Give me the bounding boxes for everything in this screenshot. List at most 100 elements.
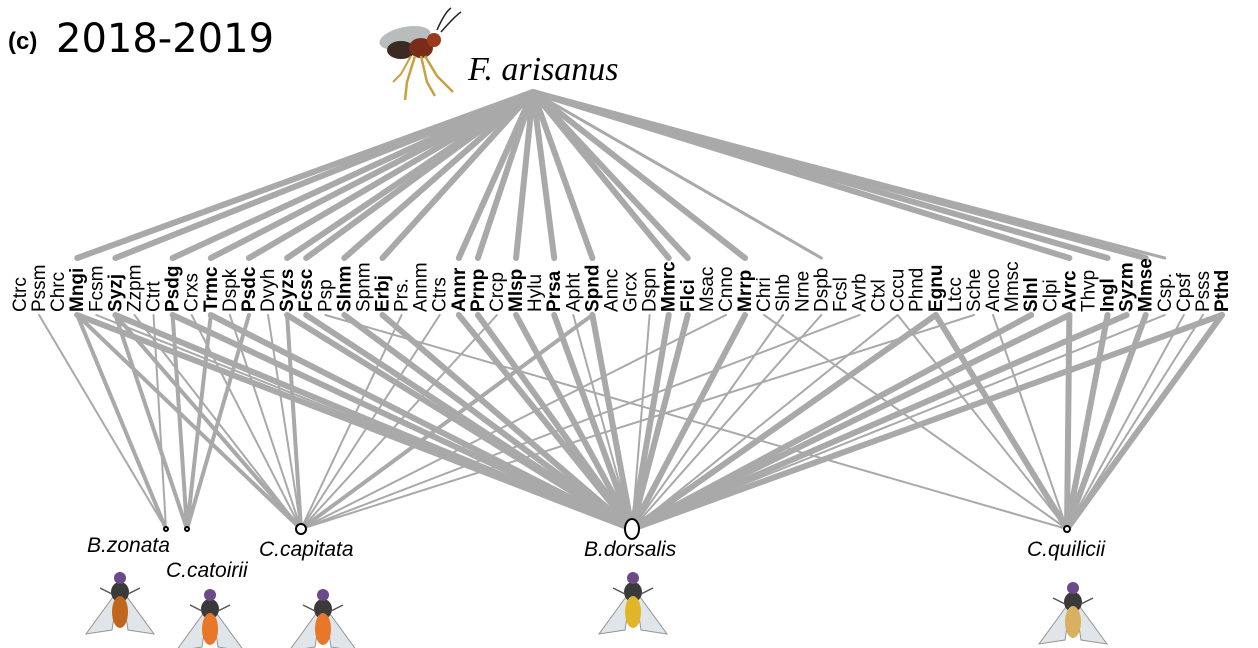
parasitoid-link bbox=[112, 89, 536, 261]
plant-label-anco: Anco bbox=[983, 269, 1004, 312]
plant-label-flci: Flci bbox=[678, 279, 699, 312]
fly-link bbox=[300, 314, 861, 530]
plant-label-egnu: Egnu bbox=[926, 265, 947, 313]
plant-label-mmsc: Mmsc bbox=[1002, 261, 1023, 312]
plant-label-avrc: Avrc bbox=[1059, 270, 1080, 312]
fly-link bbox=[299, 313, 595, 531]
parasitoid-link bbox=[207, 89, 536, 261]
plant-label-thvp: Thvp bbox=[1078, 270, 1099, 312]
fly-link bbox=[629, 312, 749, 532]
fly-label-b-zonata: B.zonata bbox=[87, 534, 170, 557]
fly-label-b-dorsalis: B.dorsalis bbox=[584, 538, 677, 561]
fly-links bbox=[38, 312, 1225, 532]
fly-node-b-zonata bbox=[163, 526, 169, 532]
plant-label-mlsp: Mlsp bbox=[506, 269, 527, 312]
parasitoid-link bbox=[245, 89, 536, 261]
plant-label-chrc: Chrc bbox=[48, 272, 69, 312]
plant-label-csp: Csp. bbox=[1155, 273, 1176, 312]
plant-label-slnl: Slnl bbox=[1021, 277, 1042, 312]
fly-link bbox=[1064, 312, 1111, 532]
fly-link bbox=[112, 312, 635, 532]
plant-label-hylu: Hylu bbox=[525, 274, 546, 312]
parasitoid-links bbox=[74, 89, 1167, 261]
plant-label-avrb: Avrb bbox=[849, 273, 870, 312]
fly-link bbox=[992, 314, 1068, 530]
plant-label-syzs: Syzs bbox=[277, 269, 298, 312]
fly-link bbox=[631, 314, 1166, 530]
parasitoid-link bbox=[379, 89, 536, 261]
plant-label-erbj: Erbj bbox=[373, 275, 394, 312]
fly-link bbox=[629, 312, 1130, 532]
fly-link bbox=[75, 313, 303, 531]
parasitoid-link bbox=[455, 89, 536, 261]
parasitoid-link bbox=[303, 89, 536, 261]
panel-letter: (c) bbox=[8, 28, 37, 55]
plant-label-annc: Annc bbox=[601, 269, 622, 312]
fly-link bbox=[763, 314, 1068, 530]
fly-link bbox=[1066, 314, 1185, 530]
plant-label-psp: Psp bbox=[315, 279, 336, 312]
parasitoid-link bbox=[531, 90, 1167, 260]
plant-label-crcp: Crcp bbox=[487, 272, 508, 312]
fly-link bbox=[113, 313, 303, 531]
fly-link bbox=[75, 313, 168, 531]
wasp-icon bbox=[379, 7, 462, 101]
plant-label-zzpm: Zzpm bbox=[124, 265, 145, 313]
fly-link bbox=[629, 312, 1225, 532]
fly-link bbox=[629, 312, 1073, 532]
plant-label-cpsf: Cpsf bbox=[1174, 272, 1195, 312]
fly-link bbox=[572, 314, 633, 530]
parasitoid-link bbox=[513, 89, 536, 261]
fly-bdorsalis-icon bbox=[597, 572, 669, 635]
plant-label-annm: Annm bbox=[411, 262, 432, 312]
fly-node-c-capitata bbox=[295, 523, 307, 535]
plant-label-spnd: Spnd bbox=[582, 265, 603, 313]
plant-label-ctrt: Ctrt bbox=[144, 281, 165, 312]
fly-link bbox=[379, 312, 635, 532]
fly-link bbox=[631, 314, 899, 530]
plant-label-ctrs: Ctrs bbox=[430, 277, 451, 312]
plant-label-mmse: Mmse bbox=[1136, 258, 1157, 312]
fly-node-c-catoirii bbox=[184, 526, 190, 532]
plant-label-mngi: Mngi bbox=[67, 268, 88, 312]
parasitoid-link bbox=[530, 89, 749, 261]
fly-link bbox=[341, 312, 635, 532]
fly-link bbox=[629, 312, 672, 532]
fly-link bbox=[324, 314, 1068, 530]
fly-link bbox=[190, 314, 302, 530]
fly-link bbox=[551, 312, 635, 532]
plant-labels: CtrcPssmChrcMngiFcsmSyzjZzpmCtrtPsdgCrxs… bbox=[10, 258, 1233, 312]
fly-link bbox=[303, 312, 635, 532]
plant-label-dvyh: Dvyh bbox=[258, 269, 279, 312]
plant-label-chri: Chri bbox=[754, 277, 775, 312]
fly-link bbox=[300, 314, 441, 530]
plant-label-spnm: Spnm bbox=[353, 262, 374, 312]
plant-label-cnno: Cnno bbox=[716, 267, 737, 312]
plant-label-syzj: Syzj bbox=[105, 274, 126, 312]
plant-label-slnb: Slnb bbox=[773, 274, 794, 312]
plant-label-prsa: Prsa bbox=[544, 270, 565, 312]
plant-label-ltcc: Ltcc bbox=[945, 277, 966, 312]
fly-label-c-catoirii: C.catoirii bbox=[166, 559, 249, 582]
fly-link bbox=[589, 312, 635, 532]
fly-link bbox=[629, 312, 939, 532]
plant-label-sche: Sche bbox=[964, 269, 985, 312]
plant-label-dspk: Dspk bbox=[220, 268, 241, 312]
plant-label-nrne: Nrne bbox=[792, 271, 813, 312]
fly-cquilicii-icon bbox=[1037, 582, 1109, 645]
fly-link bbox=[1064, 312, 1073, 532]
plant-label-clpi: Clpi bbox=[1040, 279, 1061, 312]
plant-label-pssm: Pssm bbox=[29, 265, 50, 313]
plant-label-psss: Psss bbox=[1193, 271, 1214, 312]
fly-link bbox=[152, 314, 167, 530]
plant-label-fcsc: Fcsc bbox=[296, 268, 317, 312]
parasitoid-link bbox=[474, 89, 536, 261]
parasitoid-link bbox=[531, 90, 823, 260]
fly-link bbox=[896, 314, 1068, 530]
plant-label-pthd: Pthd bbox=[1212, 270, 1233, 312]
plant-label-mrrp: Mrrp bbox=[735, 270, 756, 312]
fly-link bbox=[300, 314, 403, 530]
fly-node-b-dorsalis bbox=[624, 518, 640, 540]
plant-label-prnp: Prnp bbox=[468, 269, 489, 312]
